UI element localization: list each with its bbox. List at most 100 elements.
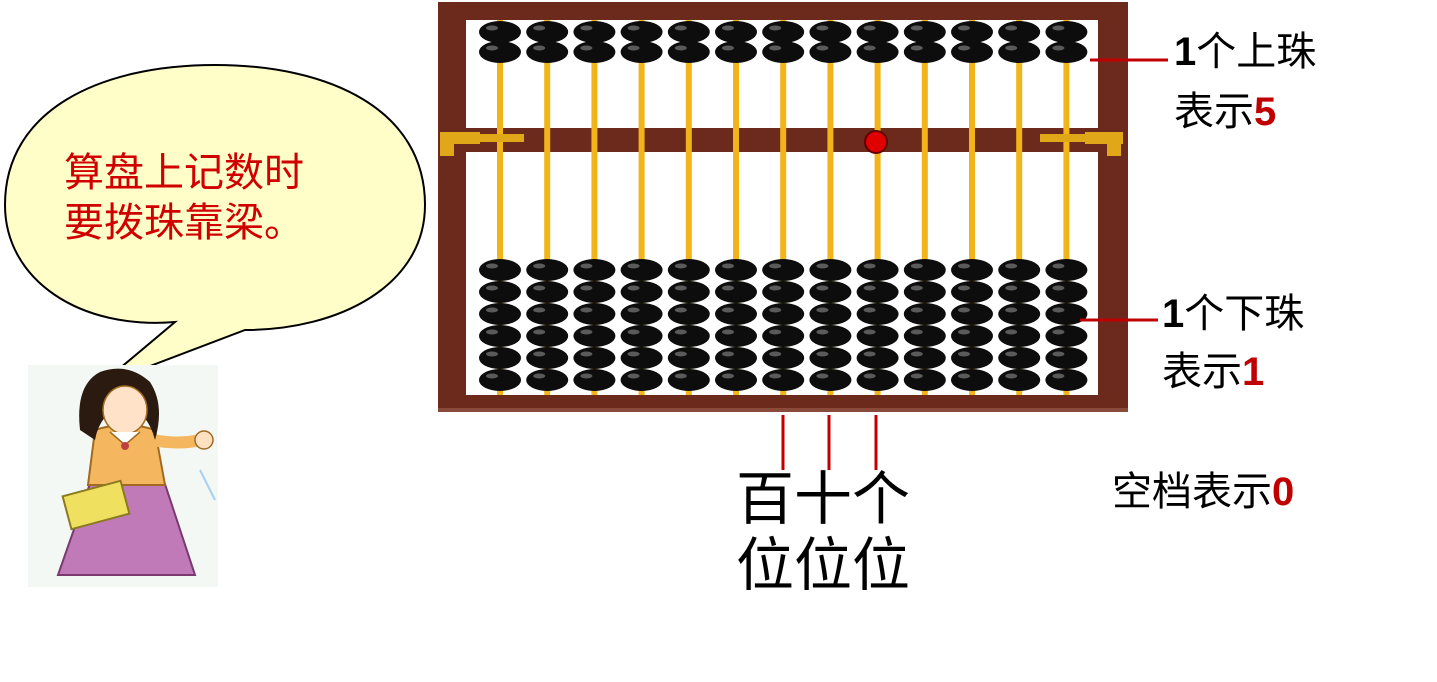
bead-highlight xyxy=(910,285,923,291)
bead-highlight xyxy=(674,285,687,291)
lower-bead xyxy=(573,369,616,391)
lower-bead xyxy=(903,325,946,347)
bead-highlight xyxy=(816,351,829,357)
lower-bead xyxy=(951,369,993,391)
bead-highlight xyxy=(1052,263,1065,269)
bead-highlight xyxy=(674,351,687,357)
lower-bead-text: 个下珠 xyxy=(1184,291,1305,337)
abacus-rod xyxy=(874,20,881,395)
lower-bead xyxy=(809,369,852,391)
ones-label: 个 xyxy=(852,465,911,533)
lower-bead xyxy=(479,281,521,303)
bead-highlight xyxy=(722,373,734,379)
upper-bead xyxy=(762,41,805,63)
bead-highlight xyxy=(674,373,687,379)
bead-highlight xyxy=(580,307,593,313)
lower-bead xyxy=(762,259,805,281)
bead-highlight xyxy=(816,329,829,335)
lower-bead xyxy=(620,259,663,281)
bead-highlight xyxy=(486,307,498,313)
lower-bead xyxy=(715,281,757,303)
bead-highlight xyxy=(486,263,498,269)
lower-bead xyxy=(951,303,993,325)
lower-bead xyxy=(526,259,569,281)
lower-bead xyxy=(809,325,852,347)
upper-bead xyxy=(809,21,852,43)
abacus-rod xyxy=(780,20,787,395)
bead-highlight xyxy=(674,25,687,31)
bead-highlight xyxy=(627,285,640,291)
bead-highlight xyxy=(910,329,923,335)
lower-bead xyxy=(715,259,757,281)
upper-bead xyxy=(479,41,521,63)
lower-bead xyxy=(479,347,521,369)
lower-bead-label-line2: 表示1 xyxy=(1162,352,1264,392)
upper-bead xyxy=(856,21,899,43)
lower-bead xyxy=(715,347,757,369)
upper-bead-means: 表示 xyxy=(1174,89,1254,135)
bead-highlight xyxy=(769,351,782,357)
lower-bead xyxy=(951,325,993,347)
bead-highlight xyxy=(816,45,829,51)
lower-bead xyxy=(526,325,569,347)
upper-bead-label-line1: 1个上珠 xyxy=(1174,32,1316,72)
upper-bead xyxy=(715,21,757,43)
lower-bead xyxy=(951,347,993,369)
abacus-rod xyxy=(497,20,503,395)
upper-bead-text: 个上珠 xyxy=(1196,29,1317,75)
bead-highlight xyxy=(580,351,593,357)
lower-bead xyxy=(762,347,805,369)
lower-bead xyxy=(903,259,946,281)
bead-highlight xyxy=(486,285,498,291)
bead-highlight xyxy=(674,307,687,313)
lower-bead xyxy=(479,369,521,391)
bead-highlight xyxy=(722,307,734,313)
lower-bead xyxy=(856,347,899,369)
upper-bead xyxy=(762,21,805,43)
bead-highlight xyxy=(769,373,782,379)
lower-bead xyxy=(1045,281,1088,303)
tens-label: 十 xyxy=(794,465,853,533)
bead-highlight xyxy=(910,307,923,313)
bead-highlight xyxy=(722,25,734,31)
bead-highlight xyxy=(1052,373,1065,379)
upper-bead xyxy=(667,21,710,43)
bead-highlight xyxy=(722,285,734,291)
lower-bead xyxy=(856,303,899,325)
bead-highlight xyxy=(863,263,876,269)
bead-highlight xyxy=(769,285,782,291)
lower-bead xyxy=(526,303,569,325)
empty-slot-value: 0 xyxy=(1272,470,1295,514)
bead-highlight xyxy=(674,45,687,51)
bead-highlight xyxy=(486,45,498,51)
lower-bead xyxy=(715,303,757,325)
lower-bead xyxy=(809,259,852,281)
lower-bead xyxy=(809,281,852,303)
abacus-beads xyxy=(479,21,1088,391)
abacus-rods xyxy=(497,20,1070,395)
upper-bead xyxy=(951,21,993,43)
abacus-rod xyxy=(921,20,928,395)
bead-highlight xyxy=(674,329,687,335)
lower-bead xyxy=(856,325,899,347)
upper-bead xyxy=(856,41,899,63)
bead-highlight xyxy=(627,329,640,335)
bead-highlight xyxy=(533,45,546,51)
abacus-rod xyxy=(638,20,645,395)
lower-bead xyxy=(903,303,946,325)
lower-bead xyxy=(620,303,663,325)
bead-highlight xyxy=(627,263,640,269)
bead-highlight xyxy=(580,263,593,269)
abacus-rod xyxy=(1016,20,1023,395)
bead-highlight xyxy=(1005,307,1018,313)
place-value-bottom-row: 位位位 xyxy=(736,536,910,594)
lower-bead xyxy=(620,347,663,369)
upper-bead xyxy=(620,41,663,63)
bead-highlight xyxy=(863,329,876,335)
empty-slot-label: 空档表示0 xyxy=(1112,472,1294,512)
lower-bead xyxy=(620,281,663,303)
lower-bead xyxy=(715,325,757,347)
bead-highlight xyxy=(722,263,734,269)
upper-bead xyxy=(526,21,569,43)
bead-highlight xyxy=(958,351,970,357)
